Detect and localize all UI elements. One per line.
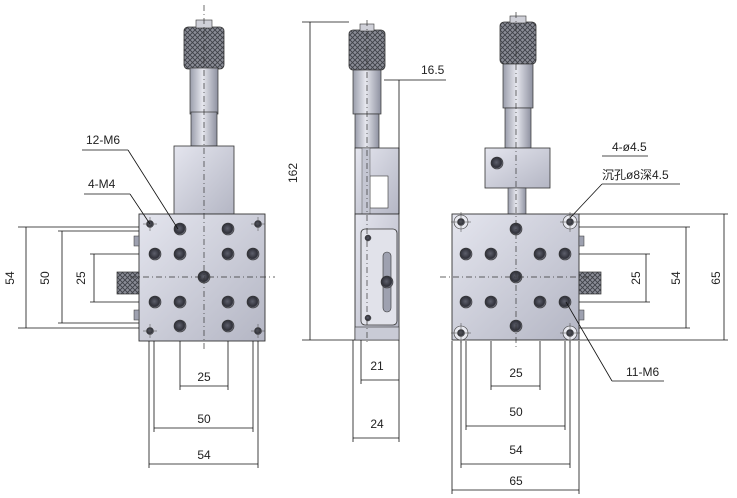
label-counterbore: 沉孔ø8深4.5 xyxy=(602,168,669,182)
side-view xyxy=(348,20,400,345)
label-12-m6: 12-M6 xyxy=(86,133,120,147)
side-screw-top xyxy=(364,234,372,242)
m6-hole xyxy=(246,295,260,309)
front-callouts: 12-M6 4-M4 xyxy=(82,133,179,230)
m6-hole xyxy=(533,247,547,261)
dim-left-inner: 25 xyxy=(74,271,88,285)
right-clamp-tab xyxy=(578,235,585,247)
m6-hole xyxy=(221,319,235,333)
front-view xyxy=(116,5,275,350)
right-clamp-tab xyxy=(578,309,585,321)
front-clamp-tab xyxy=(133,235,140,247)
dim-offset-16-5: 16.5 xyxy=(421,63,445,77)
m6-hole xyxy=(148,247,162,261)
label-11-m6: 11-M6 xyxy=(626,365,659,379)
right-bottom-dimensions: 25 50 54 65 xyxy=(451,341,580,494)
label-4-dia-4-5: 4-ø4.5 xyxy=(612,140,647,154)
side-screw-bottom xyxy=(364,314,372,322)
dim-21: 21 xyxy=(370,359,384,373)
side-clamp-plate xyxy=(360,228,398,326)
dim-right-25: 25 xyxy=(629,271,643,285)
m6-hole xyxy=(173,222,187,236)
right-micrometer-sleeve xyxy=(504,107,532,149)
front-side-knob xyxy=(116,271,140,295)
right-callouts: 4-ø4.5 沉孔ø8深4.5 11-M6 xyxy=(565,140,680,382)
right-micrometer-thimble xyxy=(502,63,534,109)
m6-hole xyxy=(484,247,498,261)
m6-hole xyxy=(459,295,473,309)
m6-hole xyxy=(173,295,187,309)
side-mount-slot xyxy=(369,175,389,209)
m6-hole xyxy=(558,295,572,309)
dim-bottom-50: 50 xyxy=(197,412,211,426)
right-side-dimensions: 25 54 65 xyxy=(579,213,728,341)
dim-bottom-54: 54 xyxy=(197,448,211,462)
dim-right-bottom-65: 65 xyxy=(509,474,523,488)
dim-left-mid: 50 xyxy=(38,271,52,285)
dim-height-162: 162 xyxy=(286,163,300,183)
m6-hole xyxy=(459,247,473,261)
right-side-knob xyxy=(578,271,602,295)
front-left-dimensions: 54 50 25 xyxy=(3,226,139,329)
right-mount-screw xyxy=(490,156,504,170)
side-spindle xyxy=(361,147,371,215)
dim-bottom-25: 25 xyxy=(197,370,211,384)
front-bottom-dimensions: 25 50 54 xyxy=(148,341,259,468)
dim-right-bottom-25: 25 xyxy=(509,366,523,380)
m6-hole xyxy=(221,295,235,309)
side-dimensions: 162 16.5 21 24 xyxy=(286,21,446,442)
m6-hole xyxy=(484,295,498,309)
right-micrometer-knob xyxy=(499,21,537,65)
m6-hole xyxy=(533,295,547,309)
m6-hole xyxy=(173,247,187,261)
dim-left-outer: 54 xyxy=(3,271,17,285)
right-view xyxy=(440,12,602,350)
right-mount-neck xyxy=(507,187,527,215)
front-mounting-holes xyxy=(143,217,265,338)
front-clamp-tab xyxy=(133,309,140,321)
m6-hole xyxy=(148,295,162,309)
dim-right-65: 65 xyxy=(709,271,723,285)
dim-right-bottom-50: 50 xyxy=(509,405,523,419)
dim-right-bottom-54: 54 xyxy=(509,443,523,457)
m6-hole xyxy=(221,222,235,236)
side-lower-plate xyxy=(354,326,400,341)
m6-hole xyxy=(246,247,260,261)
dim-right-54: 54 xyxy=(669,271,683,285)
m6-hole xyxy=(173,319,187,333)
label-4-m4: 4-M4 xyxy=(88,177,116,191)
m6-hole xyxy=(558,247,572,261)
dim-24: 24 xyxy=(370,417,384,431)
right-mounting-holes xyxy=(451,212,580,343)
m6-hole xyxy=(221,247,235,261)
side-clamp-screw xyxy=(380,275,394,289)
right-micrometer-cap xyxy=(509,15,527,24)
